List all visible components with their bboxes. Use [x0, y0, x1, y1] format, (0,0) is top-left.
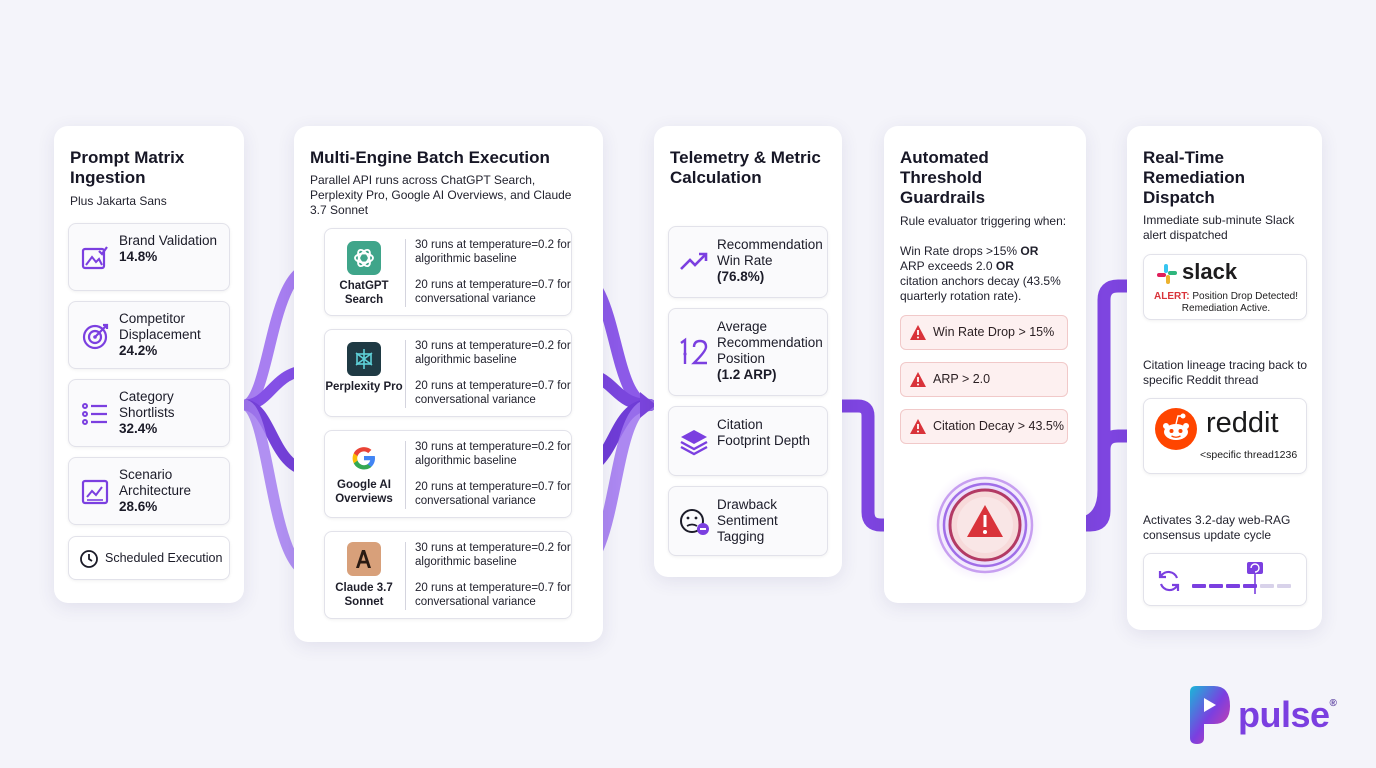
- perplexity-logo-icon: [347, 342, 381, 376]
- engine-name-google: Google AI Overviews: [335, 479, 393, 505]
- image-check-icon: [81, 246, 108, 270]
- rag-intro: Activates 3.2-day web-RAG consensus upda…: [1143, 513, 1291, 542]
- telemetry-arp[interactable]: Average Recommendation Position(1.2 ARP): [668, 308, 828, 396]
- batch-execution-panel: Multi-Engine Batch Execution Parallel AP…: [294, 126, 603, 642]
- citation-label: Citation Footprint Depth: [717, 417, 811, 448]
- reddit-intro: Citation lineage tracing back to specifi…: [1143, 358, 1308, 387]
- engine-name-chatgpt: ChatGPT Search: [339, 280, 389, 306]
- remediation-title: Real-Time Remediation Dispatch: [1143, 148, 1246, 207]
- refresh-icon: [1158, 570, 1180, 592]
- alert-win-rate-label: Win Rate Drop > 15%: [933, 325, 1055, 339]
- slack-wordmark: slack: [1182, 259, 1238, 284]
- telemetry-win-rate[interactable]: Recommendation Win Rate(76.8%): [668, 226, 828, 298]
- warning-icon: [910, 325, 926, 340]
- engine-divider: [405, 542, 406, 610]
- run-baseline-text: 30 runs at temperature=0.2 for algorithm…: [415, 340, 571, 366]
- run-variance-text: 20 runs at temperature=0.7 for conversat…: [415, 279, 571, 305]
- reddit-thread-card[interactable]: reddit <specific thread1236: [1143, 398, 1307, 474]
- target-icon: [82, 323, 109, 350]
- arrowhead-telemetry: [640, 392, 656, 418]
- alert-citation-decay[interactable]: Citation Decay > 43.5%: [900, 409, 1068, 444]
- ingestion-panel: Prompt Matrix Ingestion Plus Jakarta San…: [54, 126, 244, 603]
- scheduled-execution-button[interactable]: Scheduled Execution: [68, 536, 230, 580]
- run-variance-text: 20 runs at temperature=0.7 for conversat…: [415, 481, 571, 507]
- telemetry-panel: Telemetry & Metric Calculation Recommend…: [654, 126, 842, 577]
- engine-name-claude: Claude 3.7 Sonnet: [335, 582, 393, 608]
- slack-logo-icon: [1157, 264, 1177, 284]
- reddit-wordmark: reddit: [1206, 407, 1279, 439]
- pulse-wordmark: pulse®: [1238, 694, 1337, 735]
- telemetry-title: Telemetry & Metric Calculation: [670, 148, 821, 187]
- engine-divider: [405, 441, 406, 509]
- run-variance-text: 20 runs at temperature=0.7 for conversat…: [415, 582, 571, 608]
- engine-card-perplexity[interactable]: Perplexity Pro 30 runs at temperature=0.…: [324, 329, 572, 417]
- rank-1-2-icon: [680, 337, 708, 365]
- batch-description: Parallel API runs across ChatGPT Search,…: [310, 173, 572, 217]
- arp-label: Average Recommendation Position(1.2 ARP): [717, 319, 823, 382]
- chart-check-icon: [81, 479, 109, 505]
- scheduled-execution-label: Scheduled Execution: [105, 551, 223, 565]
- engine-divider: [405, 340, 406, 408]
- reddit-logo-icon: [1155, 408, 1197, 450]
- alert-arp-label: ARP > 2.0: [933, 372, 991, 386]
- ingestion-title: Prompt Matrix Ingestion: [70, 148, 185, 187]
- run-baseline-text: 30 runs at temperature=0.2 for algorithm…: [415, 239, 571, 265]
- reddit-thread-text: <specific thread1236: [1200, 449, 1298, 461]
- win-rate-label: Recommendation Win Rate(76.8%): [717, 237, 823, 284]
- trend-up-icon: [680, 252, 708, 270]
- engine-card-google[interactable]: Google AI Overviews 30 runs at temperatu…: [324, 430, 572, 518]
- warning-icon: [910, 419, 926, 434]
- font-note: Plus Jakarta Sans: [70, 194, 167, 208]
- engine-card-claude[interactable]: Claude 3.7 Sonnet 30 runs at temperature…: [324, 531, 572, 619]
- engine-divider: [405, 239, 406, 307]
- run-baseline-text: 30 runs at temperature=0.2 for algorithm…: [415, 441, 571, 467]
- guardrails-title: Automated Threshold Guardrails: [900, 148, 989, 207]
- slack-alert-text: ALERT: Position Drop Detected!Remediatio…: [1154, 291, 1298, 314]
- engine-name-perplexity: Perplexity Pro: [325, 381, 403, 393]
- warning-icon: [910, 372, 926, 387]
- telemetry-citation[interactable]: Citation Footprint Depth: [668, 406, 828, 476]
- anthropic-logo-icon: [347, 542, 381, 576]
- chatgpt-logo-icon: [347, 241, 381, 275]
- batch-title: Multi-Engine Batch Execution: [310, 148, 550, 167]
- layers-icon: [680, 430, 708, 456]
- list-icon: [82, 403, 107, 425]
- rag-timeline-bar: [1192, 562, 1291, 594]
- alert-citation-decay-label: Citation Decay > 43.5%: [933, 419, 1064, 433]
- rag-cycle-card[interactable]: [1143, 553, 1307, 606]
- sentiment-label: Drawback Sentiment Tagging: [717, 497, 778, 544]
- google-logo-icon: [352, 447, 375, 470]
- remediation-panel: Real-Time Remediation Dispatch Immediate…: [1127, 126, 1322, 630]
- trigger-conditions: Win Rate drops >15% OR ARP exceeds 2.0 O…: [900, 244, 1061, 303]
- alarm-node: [927, 467, 1043, 583]
- alert-arp[interactable]: ARP > 2.0: [900, 362, 1068, 397]
- run-baseline-text: 30 runs at temperature=0.2 for algorithm…: [415, 542, 571, 568]
- engine-card-chatgpt[interactable]: ChatGPT Search 30 runs at temperature=0.…: [324, 228, 572, 316]
- flow-to-reddit: [1063, 429, 1141, 532]
- slack-intro: Immediate sub-minute Slack alert dispatc…: [1143, 213, 1295, 242]
- telemetry-sentiment[interactable]: Drawback Sentiment Tagging: [668, 486, 828, 556]
- clock-icon: [80, 550, 98, 568]
- slack-alert-card[interactable]: slack ALERT: Position Drop Detected!Reme…: [1143, 254, 1307, 320]
- alert-win-rate[interactable]: Win Rate Drop > 15%: [900, 315, 1068, 350]
- run-variance-text: 20 runs at temperature=0.7 for conversat…: [415, 380, 571, 406]
- trigger-intro: Rule evaluator triggering when:: [900, 214, 1067, 228]
- sentiment-minus-icon: [680, 509, 709, 535]
- pulse-logo-icon: [1190, 686, 1230, 744]
